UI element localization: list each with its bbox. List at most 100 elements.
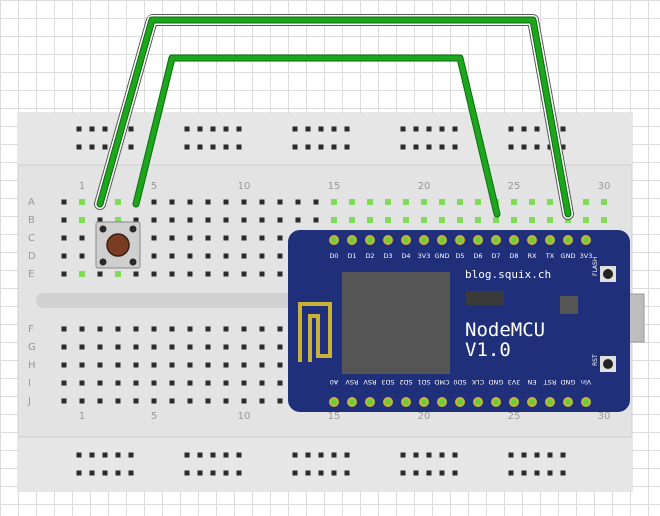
mcu-small-chip bbox=[466, 291, 504, 305]
breadboard-hole bbox=[205, 344, 211, 350]
mcu-pin-label-bottom: CMD bbox=[434, 378, 449, 386]
breadboard-hole bbox=[61, 362, 67, 368]
mcu-pin-label-top: RX bbox=[528, 252, 538, 260]
connected-hole bbox=[601, 217, 607, 223]
col-number-5-bottom: 5 bbox=[151, 411, 157, 422]
connected-hole bbox=[583, 217, 589, 223]
mcu-pin-center bbox=[385, 399, 391, 405]
mcu-pin-center bbox=[493, 399, 499, 405]
mcu-pin-center bbox=[493, 237, 499, 243]
push-button[interactable] bbox=[95, 221, 141, 269]
breadboard-hole bbox=[151, 326, 157, 332]
rail-hole bbox=[426, 452, 432, 458]
mcu-pin-label-top: D8 bbox=[509, 252, 518, 260]
breadboard-hole bbox=[187, 326, 193, 332]
mcu-pin-center bbox=[367, 237, 373, 243]
rst-label: RST bbox=[592, 354, 599, 366]
col-number-25-bottom: 25 bbox=[508, 411, 521, 422]
mcu-url: blog.squix.ch bbox=[465, 268, 551, 281]
flash-button-cap[interactable] bbox=[603, 269, 613, 279]
mcu-pin-label-bottom: RSV bbox=[363, 378, 377, 386]
rail-hole bbox=[508, 126, 514, 132]
rst-button-cap[interactable] bbox=[603, 359, 613, 369]
rail-hole bbox=[236, 452, 242, 458]
rail-hole bbox=[76, 452, 82, 458]
rail-hole bbox=[76, 144, 82, 150]
connected-hole bbox=[385, 199, 391, 205]
breadboard-hole bbox=[61, 398, 67, 404]
mcu-pin-center bbox=[421, 399, 427, 405]
rail-hole bbox=[292, 452, 298, 458]
rail-hole bbox=[452, 126, 458, 132]
breadboard-hole bbox=[259, 235, 265, 241]
row-label-c: C bbox=[28, 233, 35, 244]
breadboard-hole bbox=[259, 199, 265, 205]
rail-hole bbox=[400, 144, 406, 150]
rail-hole bbox=[439, 144, 445, 150]
connected-hole bbox=[511, 199, 517, 205]
breadboard-hole bbox=[223, 398, 229, 404]
rail-hole bbox=[197, 126, 203, 132]
rail-hole bbox=[184, 126, 190, 132]
breadboard-hole bbox=[169, 217, 175, 223]
mcu-pin-label-bottom: GND bbox=[561, 378, 576, 386]
breadboard-hole bbox=[115, 362, 121, 368]
mcu-pin-label-bottom: GND bbox=[489, 378, 504, 386]
rail-hole bbox=[560, 144, 566, 150]
breadboard-hole bbox=[133, 344, 139, 350]
mcu-pin-center bbox=[583, 237, 589, 243]
breadboard-hole bbox=[133, 362, 139, 368]
mcu-pin-label-bottom: SD3 bbox=[381, 378, 394, 386]
breadboard-hole bbox=[151, 271, 157, 277]
rail-hole bbox=[128, 144, 134, 150]
rail-hole bbox=[128, 452, 134, 458]
mcu-pin-label-top: D2 bbox=[365, 252, 374, 260]
breadboard-hole bbox=[205, 362, 211, 368]
connected-hole bbox=[385, 217, 391, 223]
rail-hole bbox=[115, 470, 121, 476]
breadboard-hole bbox=[115, 380, 121, 386]
breadboard-hole bbox=[241, 326, 247, 332]
mcu-pin-label-bottom: SD2 bbox=[399, 378, 412, 386]
breadboard-hole bbox=[169, 362, 175, 368]
breadboard-hole bbox=[187, 199, 193, 205]
mcu-pin-center bbox=[349, 237, 355, 243]
breadboard-hole bbox=[241, 199, 247, 205]
breadboard-hole bbox=[61, 271, 67, 277]
mcu-pin-label-bottom: EN bbox=[527, 378, 536, 386]
breadboard-hole bbox=[259, 217, 265, 223]
rail-hole bbox=[400, 452, 406, 458]
mcu-pin-label-bottom: A0 bbox=[330, 378, 339, 386]
mcu-pin-label-top: D7 bbox=[491, 252, 500, 260]
rail-hole bbox=[344, 470, 350, 476]
breadboard-hole bbox=[97, 380, 103, 386]
breadboard-hole bbox=[79, 253, 85, 259]
connected-hole bbox=[529, 199, 535, 205]
connected-hole bbox=[457, 199, 463, 205]
rail-hole bbox=[547, 470, 553, 476]
connected-hole bbox=[331, 199, 337, 205]
mcu-regulator bbox=[560, 296, 578, 314]
wires bbox=[94, 14, 574, 220]
breadboard-hole bbox=[115, 326, 121, 332]
breadboard-hole bbox=[169, 235, 175, 241]
connected-hole bbox=[367, 217, 373, 223]
rail-hole bbox=[305, 470, 311, 476]
breadboard-hole bbox=[97, 344, 103, 350]
connected-hole bbox=[493, 217, 499, 223]
rail-hole bbox=[344, 126, 350, 132]
mcu-pin-center bbox=[547, 237, 553, 243]
breadboard-hole bbox=[133, 326, 139, 332]
row-label-i: I bbox=[28, 378, 31, 389]
breadboard-hole bbox=[169, 398, 175, 404]
col-number-30-bottom: 30 bbox=[598, 411, 611, 422]
rail-hole bbox=[76, 126, 82, 132]
mcu-pin-center bbox=[475, 399, 481, 405]
mcu-pin-label-bottom: SD1 bbox=[417, 378, 430, 386]
mcu-pin-label-top: D0 bbox=[329, 252, 338, 260]
push-button-cap[interactable] bbox=[106, 233, 130, 257]
breadboard-hole bbox=[169, 326, 175, 332]
breadboard-hole bbox=[151, 344, 157, 350]
rail-hole bbox=[210, 452, 216, 458]
breadboard-hole bbox=[97, 271, 103, 277]
